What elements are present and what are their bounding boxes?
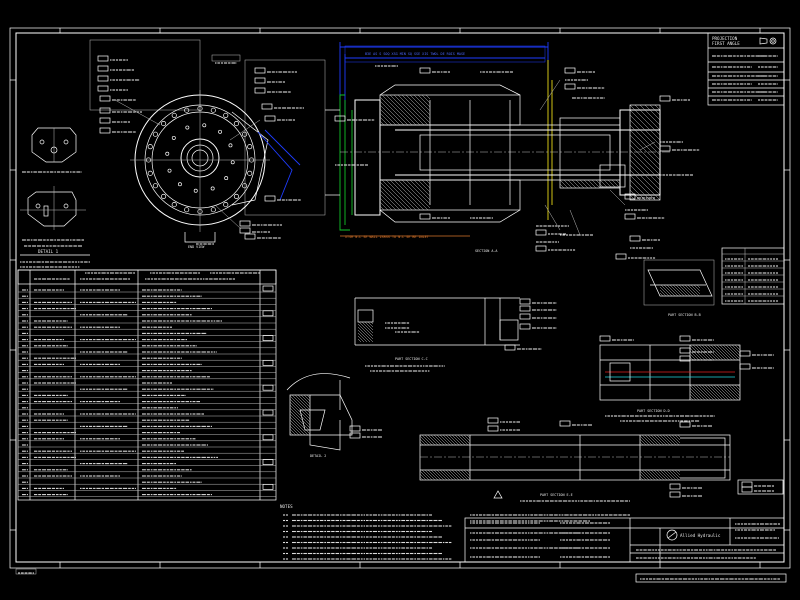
parts-list-table [17, 269, 277, 501]
orange-note: XTSR N.L SE WALL ZSRSS TO N.L SE BE INLE… [345, 235, 429, 239]
section-hatch [639, 469, 681, 481]
warning-triangle-icon [493, 490, 503, 499]
detail-2-label: DETAIL 2 [310, 454, 326, 458]
projection-block: PROJECTION FIRST ANGLE [707, 32, 785, 106]
first-angle-label: FIRST ANGLE [712, 41, 740, 46]
detail-1-label: DETAIL 1 [38, 249, 59, 254]
section-hatch [379, 179, 431, 211]
projection-label: PROJECTION [712, 36, 738, 41]
end-view-label: END VIEW [188, 245, 205, 249]
small-detail-sketches [20, 127, 90, 268]
section-hatch [559, 179, 621, 189]
company-name: Allied Hydraulic [680, 533, 721, 538]
part-section-b-b-view: PART SECTION B-B [643, 259, 715, 317]
section-hatch [639, 434, 681, 446]
notes-block: NOTES [280, 504, 630, 560]
detail-2-view: DETAIL 2 [286, 373, 353, 458]
bottom-strip [15, 568, 787, 583]
part-section-c-c-view: PART SECTION C-C [354, 297, 557, 372]
part-section-e-e-label: PART SECTION E-E [540, 493, 573, 497]
section-hatch [689, 384, 741, 401]
part-section-d-d-view: PART SECTION D-D [599, 335, 774, 422]
section-hatch [379, 94, 431, 126]
section-a-a-label: SECTION A-A [475, 249, 497, 253]
section-hatch [289, 394, 311, 436]
section-hatch [419, 434, 471, 446]
section-hatch [629, 104, 661, 201]
end-view-flange: END VIEW [89, 39, 326, 249]
part-section-b-b-label: PART SECTION B-B [668, 313, 701, 317]
revision-table [721, 247, 785, 305]
projection-symbol-icon [759, 37, 777, 45]
top-dim-text: B3E AS S SOQ XSG MIN SQ SSE XIS TWOL DE … [365, 52, 465, 56]
notes-title: NOTES [280, 504, 293, 509]
part-section-c-c-label: PART SECTION C-C [395, 357, 428, 361]
part-section-e-e-view: PART SECTION E-E [349, 417, 784, 502]
section-a-a-view: B3E AS S SOQ XSG MIN SQ SSE XIS TWOL DE … [325, 42, 700, 260]
section-hatch [419, 469, 471, 481]
detail-1-caption: DETAIL 1 [20, 249, 260, 274]
section-hatch [357, 321, 374, 343]
part-section-d-d-label: PART SECTION D-D [637, 409, 670, 413]
title-block: Allied Hydraulic [464, 517, 785, 563]
section-hatch [659, 284, 701, 297]
company-logo-icon [666, 529, 678, 541]
